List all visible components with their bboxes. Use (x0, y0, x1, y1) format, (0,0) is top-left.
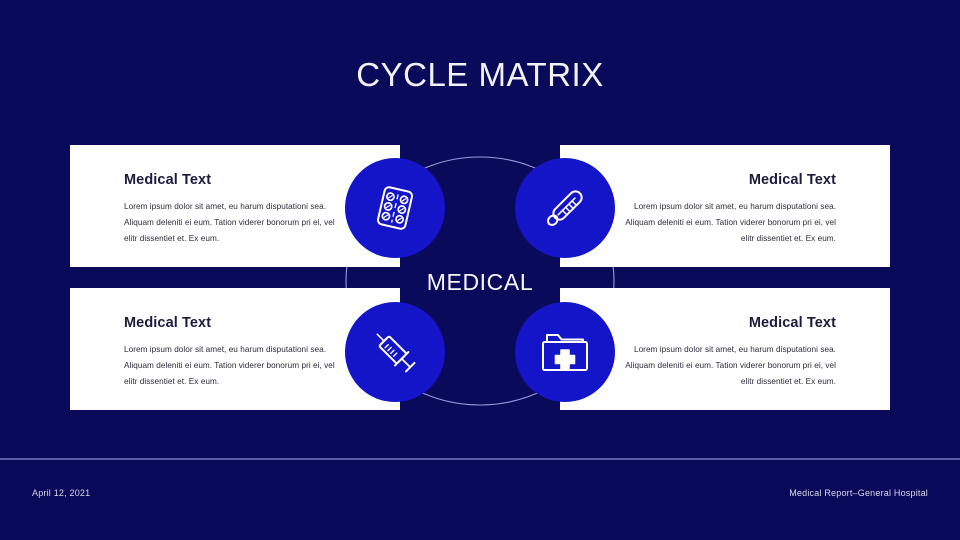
card-title: Medical Text (124, 315, 212, 331)
card-title: Medical Text (748, 315, 836, 331)
card-title: Medical Text (124, 172, 212, 188)
node-top-right[interactable] (515, 158, 615, 258)
footer-date: April 12, 2021 (32, 488, 91, 498)
card-content: Medical Text Lorem ipsum dolor sit amet,… (124, 172, 339, 246)
pill-blister-pack-icon (376, 186, 414, 230)
card-content: Medical Text Lorem ipsum dolor sit amet,… (621, 315, 836, 389)
card-body: Lorem ipsum dolor sit amet, eu harum dis… (124, 345, 335, 386)
footer-divider (0, 458, 960, 460)
page-title: CYCLE MATRIX (356, 56, 604, 93)
card-bottom-left[interactable]: Medical Text Lorem ipsum dolor sit amet,… (70, 288, 400, 410)
card-top-right[interactable]: Medical Text Lorem ipsum dolor sit amet,… (560, 145, 890, 267)
card-content: Medical Text Lorem ipsum dolor sit amet,… (124, 315, 339, 389)
card-body: Lorem ipsum dolor sit amet, eu harum dis… (625, 345, 836, 386)
thermometer-icon (547, 190, 583, 226)
node-bottom-right[interactable] (515, 302, 615, 402)
card-body: Lorem ipsum dolor sit amet, eu harum dis… (625, 202, 836, 243)
syringe-icon (376, 333, 416, 373)
card-content: Medical Text Lorem ipsum dolor sit amet,… (621, 172, 836, 246)
node-bottom-left[interactable] (345, 302, 445, 402)
medical-folder-icon (542, 334, 588, 371)
center-label: MEDICAL (426, 269, 534, 295)
card-title: Medical Text (748, 172, 836, 188)
node-top-left[interactable] (345, 158, 445, 258)
footer-attribution: Medical Report–General Hospital (789, 488, 928, 498)
card-bottom-right[interactable]: Medical Text Lorem ipsum dolor sit amet,… (560, 288, 890, 410)
card-body: Lorem ipsum dolor sit amet, eu harum dis… (124, 202, 335, 243)
